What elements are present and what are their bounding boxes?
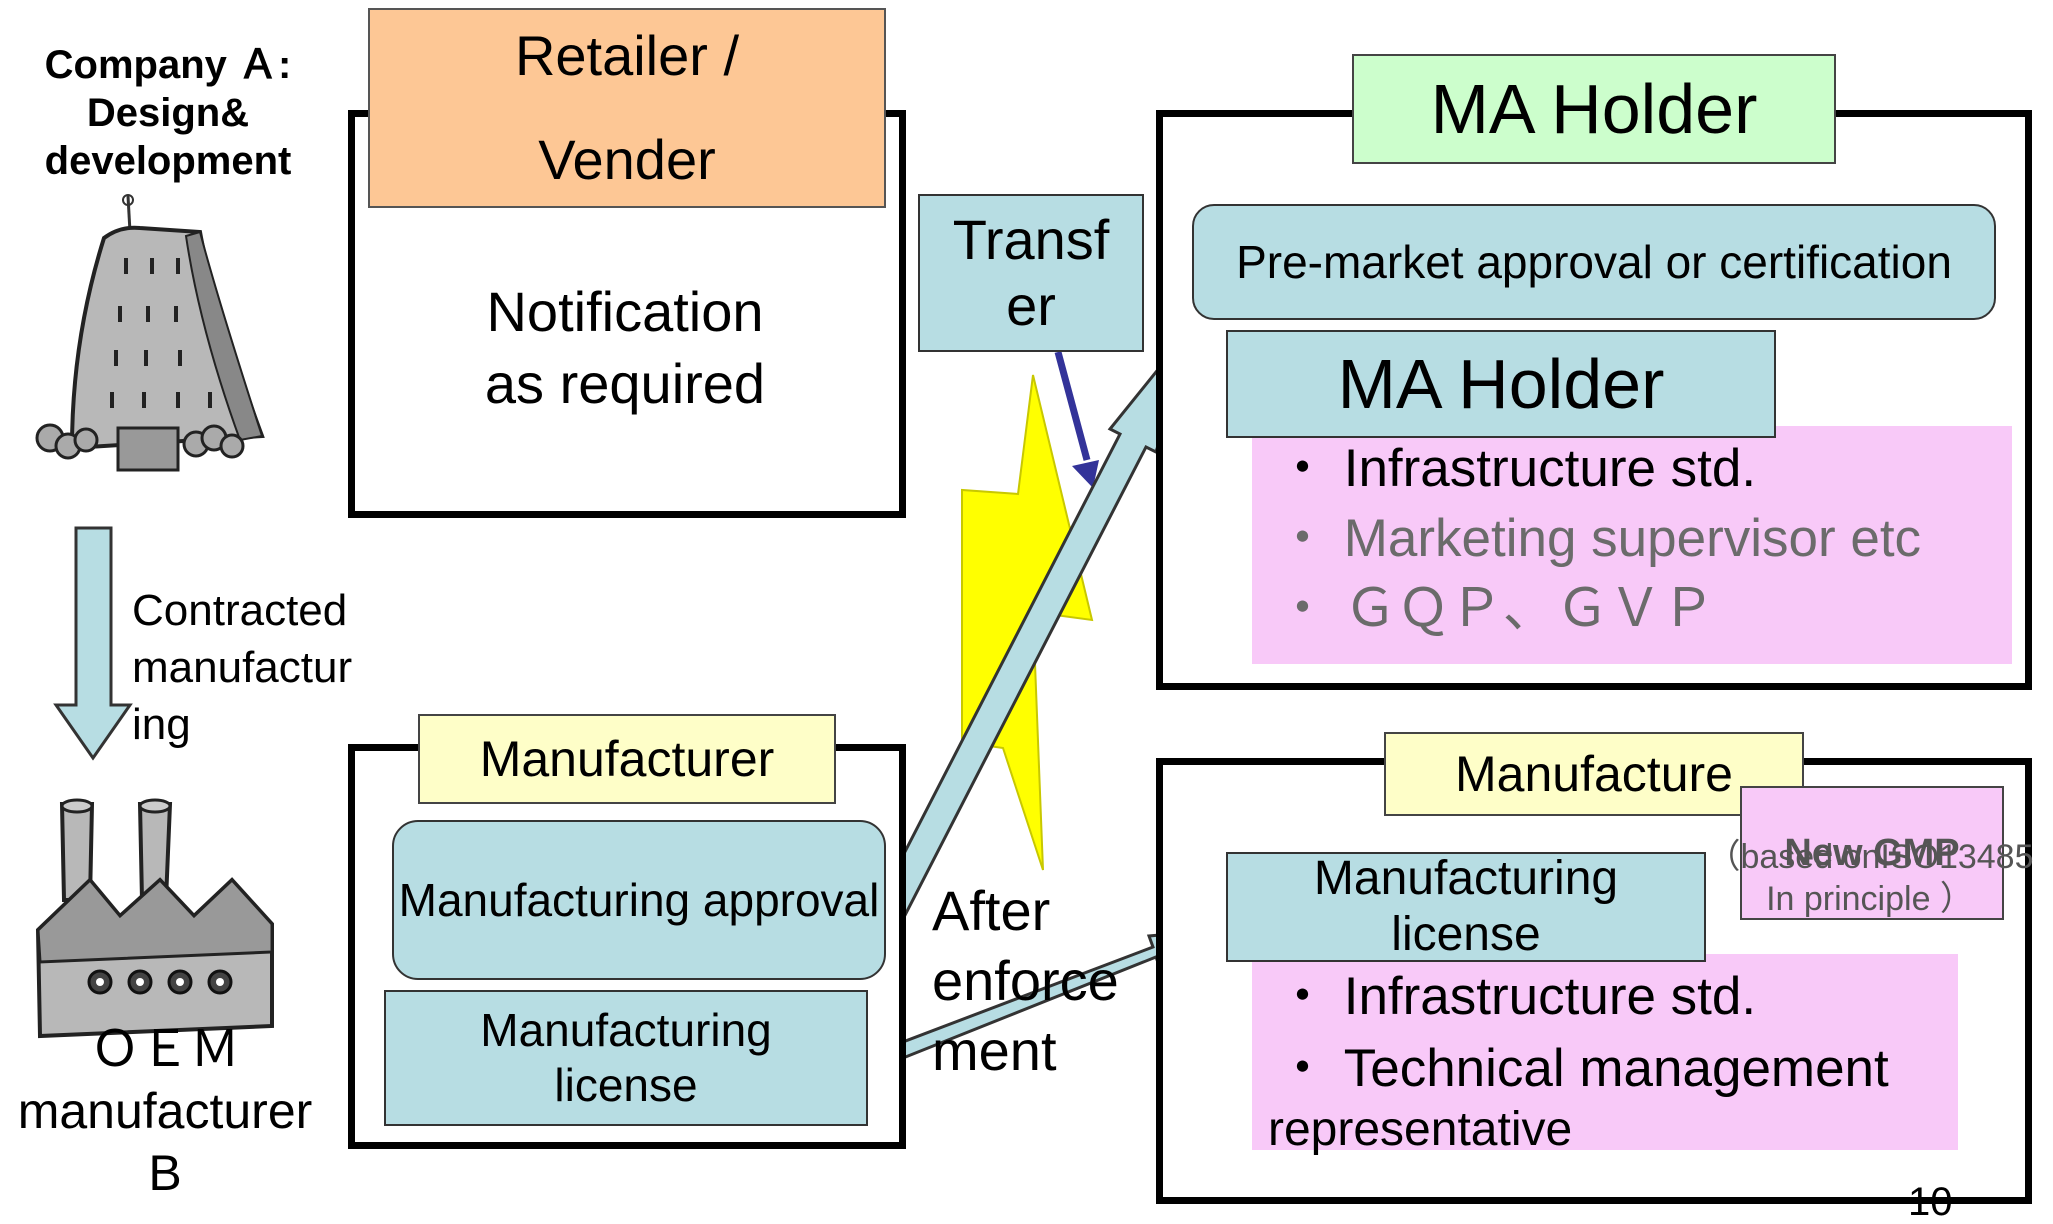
contracted-label: Contracted manufactur ing — [132, 582, 392, 753]
oem-line3: B — [148, 1145, 182, 1201]
manufacture-requirements-list: ・ Infrastructure std. ・ Technical manage… — [1268, 967, 1976, 1154]
ma-item-gqp-gvp: ・ ＧＱＰ、ＧＶＰ — [1276, 579, 1715, 638]
company-building-icon — [35, 194, 265, 472]
ma-requirements-list: ・ Infrastructure std. ・ Marketing superv… — [1276, 442, 2006, 652]
manufacturer-old-title-text: Manufacturer — [479, 731, 775, 787]
manufacture-item-technical: ・ Technical management — [1276, 1039, 1889, 1098]
manufacture-item-infrastructure: ・ Infrastructure std. — [1276, 967, 1757, 1026]
license-old-line1: Manufacturing — [480, 1004, 772, 1056]
transfer-line1: Transf — [952, 208, 1110, 271]
ma-item-infrastructure: ・ Infrastructure std. — [1276, 439, 1757, 498]
manufacturing-approval-box: Manufacturing approval — [392, 820, 886, 980]
oem-line1: ＯＥＭ — [90, 1021, 240, 1077]
company-a-line2: Design& — [86, 91, 250, 135]
ma-requirements-box — [1252, 426, 2012, 664]
transfer-arrow-shaft — [1054, 351, 1091, 461]
manufacturing-approval-text: Manufacturing approval — [398, 874, 880, 926]
after-line1: After — [932, 879, 1051, 942]
manufacture-new-title: Manufacture — [1384, 732, 1804, 816]
retailer-title-line2: Vender — [538, 128, 716, 191]
ma-holder-title: MA Holder — [1352, 54, 1836, 164]
license-old-line2: license — [554, 1059, 698, 1111]
company-a-label: Company Ａ: Design& development — [18, 38, 318, 188]
license-new-line1: Manufacturing — [1313, 852, 1619, 905]
transfer-box: Transf er — [918, 194, 1144, 352]
ma-holder-title-text: MA Holder — [1430, 70, 1758, 148]
license-new-line2: license — [1391, 908, 1541, 961]
new-gmp-basis: （based onISO13485 In principle ） — [1700, 836, 2040, 920]
contracted-line2: manufactur — [132, 643, 353, 692]
gmp-basis-line2: In principle ） — [1766, 880, 1974, 918]
retailer-body-line2: as required — [484, 352, 766, 415]
manufacture-requirements-box — [1252, 954, 1958, 1150]
ma-item-marketing: ・ Marketing supervisor etc — [1276, 509, 1922, 568]
retailer-notification: Notification as required — [400, 276, 850, 420]
new-gmp-title: New GMP — [1784, 832, 1960, 874]
transfer-arrow-head — [1072, 460, 1099, 488]
manufacturing-license-new-box: Manufacturing license — [1226, 852, 1706, 962]
after-enforcement-label: After enforce ment — [932, 876, 1152, 1086]
retailer-title-line1: Retailer / — [514, 24, 740, 87]
retailer-title: Retailer / Vender — [368, 8, 886, 208]
ma-holder-inner-text: MA Holder — [1337, 345, 1665, 423]
gmp-basis-line1: （based onISO13485 — [1706, 838, 2034, 876]
manufacture-new-title-text: Manufacture — [1455, 746, 1733, 802]
transfer-line2: er — [1006, 274, 1056, 337]
contracted-line3: ing — [132, 700, 191, 749]
contracted-line1: Contracted — [132, 586, 348, 635]
oem-label: ＯＥＭ manufacturer B — [0, 1018, 330, 1204]
after-line2: enforce — [932, 949, 1119, 1012]
page-number: 10 — [1908, 1180, 1953, 1224]
manufacturing-license-old-box: Manufacturing license — [384, 990, 868, 1126]
retailer-body-line1: Notification — [486, 280, 764, 343]
company-a-line1: Company Ａ: — [44, 43, 292, 87]
after-line3: ment — [932, 1019, 1057, 1082]
contracted-arrow — [53, 526, 133, 761]
manufacture-item-representative: representative — [1268, 1103, 1573, 1156]
company-a-line3: development — [44, 139, 292, 183]
premarket-approval-text: Pre-market approval or certification — [1236, 236, 1952, 288]
oem-factory-icon — [35, 798, 274, 1039]
ma-holder-inner-box: MA Holder — [1226, 330, 1776, 438]
premarket-approval-box: Pre-market approval or certification — [1192, 204, 1996, 320]
manufacturer-old-title: Manufacturer — [418, 714, 836, 804]
new-gmp-box: New GMP — [1740, 786, 2004, 920]
oem-line2: manufacturer — [17, 1083, 313, 1139]
